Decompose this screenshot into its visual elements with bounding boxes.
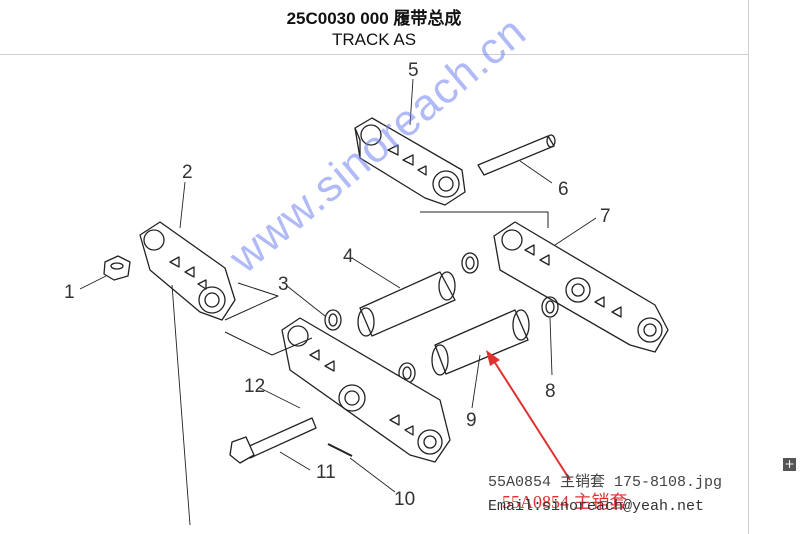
callout-10: 10 — [394, 489, 415, 510]
expand-icon[interactable]: + — [783, 457, 796, 471]
highlight-arrow — [486, 350, 571, 481]
part-4-bushing — [357, 271, 456, 337]
callout-1: 1 — [64, 282, 75, 303]
callout-5: 5 — [408, 60, 419, 81]
part-2-link — [139, 221, 236, 321]
part-number-title: 25C0030 000 履带总成 — [286, 9, 462, 28]
part-12-link — [281, 317, 451, 463]
seal-ring — [461, 252, 479, 274]
part-name-title: TRACK AS — [331, 30, 417, 49]
part-10-cotter — [327, 443, 353, 457]
callout-11: 11 — [316, 462, 336, 483]
callout-8: 8 — [545, 381, 556, 402]
header: 25C0030 000 履带总成 TRACK AS — [0, 0, 748, 55]
part-11-bolt — [229, 417, 317, 464]
contact-email: Email:sinoreach@yeah.net — [488, 498, 705, 515]
callout-6: 6 — [558, 179, 569, 200]
part-9-bushing — [431, 309, 530, 376]
image-filename: 55A0854 主销套 175-8108.jpg — [488, 474, 723, 491]
part-8-seal — [541, 296, 559, 318]
part-7-link — [493, 221, 669, 353]
callout-7: 7 — [600, 206, 611, 227]
callout-2: 2 — [182, 162, 193, 183]
callout-4: 4 — [343, 246, 354, 267]
part-5-link — [354, 117, 466, 206]
callout-9: 9 — [466, 410, 477, 431]
part-6-pin — [477, 134, 556, 176]
part-3-seal — [324, 309, 342, 331]
page-border — [748, 0, 749, 534]
callout-12: 12 — [244, 376, 265, 397]
part-annotation: 55A0854 主销套 — [502, 492, 628, 512]
callout-3: 3 — [278, 274, 289, 295]
part-1-nut — [103, 255, 131, 281]
